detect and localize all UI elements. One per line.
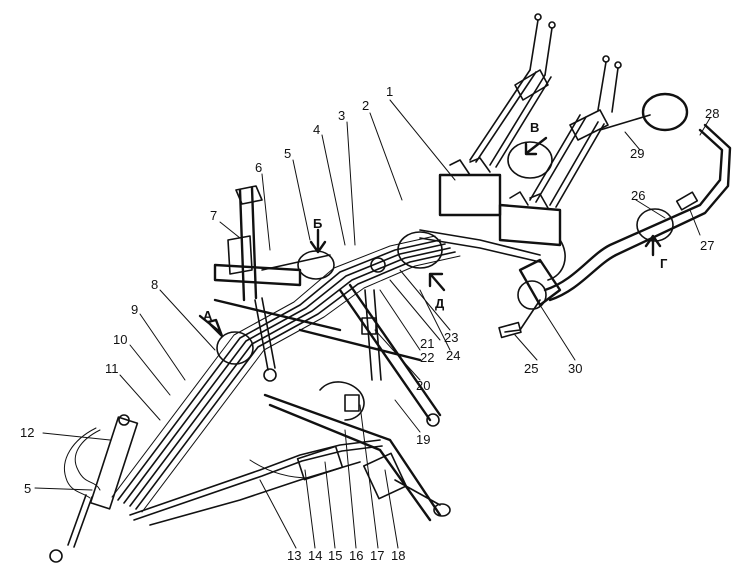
callout-5-top: 5 xyxy=(284,146,291,161)
callout-29: 29 xyxy=(630,146,644,161)
view-arrows xyxy=(198,136,662,338)
callout-24: 24 xyxy=(446,348,460,363)
arrow-v-icon xyxy=(524,136,548,156)
view-circle-v xyxy=(507,141,553,179)
callout-30: 30 xyxy=(568,361,582,376)
view-label-b: Б xyxy=(313,216,322,231)
view-label-d: Д xyxy=(435,296,445,311)
callout-1: 1 xyxy=(386,84,393,99)
view-circle-d xyxy=(397,231,443,269)
callout-2: 2 xyxy=(362,98,369,113)
callout-26: 26 xyxy=(631,188,645,203)
view-circle-g xyxy=(636,208,674,242)
left-frame-assembly xyxy=(213,185,342,382)
callout-7: 7 xyxy=(210,208,217,223)
callout-20: 20 xyxy=(416,378,430,393)
callout-4: 4 xyxy=(313,122,320,137)
callout-15: 15 xyxy=(328,548,342,563)
callout-3: 3 xyxy=(338,108,345,123)
callout-numbers: 1 2 3 4 5 6 7 8 9 10 11 12 5 13 14 15 16… xyxy=(20,84,719,563)
leader-lines xyxy=(34,99,711,549)
control-levers-left xyxy=(469,13,556,168)
view-marker-letters: А Б В Г Д xyxy=(203,120,668,323)
callout-13: 13 xyxy=(287,548,301,563)
callout-6: 6 xyxy=(255,160,262,175)
arrow-g-icon xyxy=(644,234,662,257)
callout-19: 19 xyxy=(416,432,430,447)
right-tank-assembly xyxy=(498,92,732,339)
callout-9: 9 xyxy=(131,302,138,317)
view-label-v: В xyxy=(530,120,539,135)
callout-28: 28 xyxy=(705,106,719,121)
callout-22: 22 xyxy=(420,350,434,365)
callout-8: 8 xyxy=(151,277,158,292)
callout-11: 11 xyxy=(105,361,119,376)
callout-5-bottom: 5 xyxy=(24,481,31,496)
lower-cylinder-assembly xyxy=(249,381,451,522)
callout-21: 21 xyxy=(420,336,434,351)
left-lift-cylinder xyxy=(49,414,139,563)
control-levers-right xyxy=(529,55,622,208)
main-hose-bundle xyxy=(111,235,461,513)
callout-10: 10 xyxy=(113,332,127,347)
callout-12: 12 xyxy=(20,425,34,440)
callout-18: 18 xyxy=(391,548,405,563)
center-cross-frame xyxy=(298,257,442,427)
arrow-d-icon xyxy=(428,272,446,292)
callout-27: 27 xyxy=(700,238,714,253)
lower-hose-pair xyxy=(129,439,383,526)
callout-25: 25 xyxy=(524,361,538,376)
arrow-b-icon xyxy=(309,228,327,254)
callout-16: 16 xyxy=(349,548,363,563)
view-circle-a xyxy=(216,331,254,365)
callout-23: 23 xyxy=(444,330,458,345)
view-label-a: А xyxy=(203,308,213,323)
view-circle-b xyxy=(297,250,335,280)
callout-17: 17 xyxy=(370,548,384,563)
callout-14: 14 xyxy=(308,548,322,563)
arrow-a-icon xyxy=(198,314,224,338)
view-label-g: Г xyxy=(660,256,668,271)
